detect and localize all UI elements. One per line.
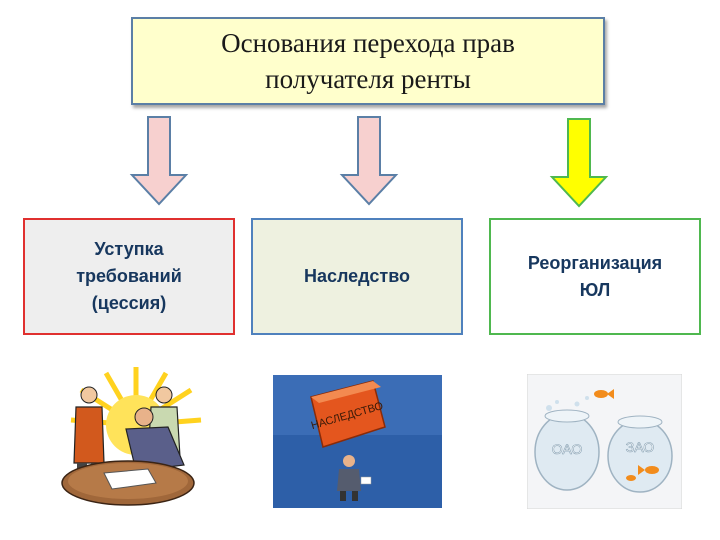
business-meeting-image xyxy=(61,367,202,506)
person-under-box-icon xyxy=(337,455,372,501)
box-inheritance: Наследство xyxy=(251,218,463,335)
heavy-box-icon: НАСЛЕДСТВО xyxy=(310,380,386,448)
box-cession: Уступка требований (цессия) xyxy=(23,218,235,335)
arrow-down-left xyxy=(129,116,189,206)
fishbowl-left-icon: ОАО xyxy=(534,409,600,491)
bowl-left-label: ОАО xyxy=(552,441,583,457)
bowl-right-label: ЗАО xyxy=(626,439,654,455)
businessman-signing-icon xyxy=(125,407,185,472)
box-cession-line-1: Уступка xyxy=(94,239,164,259)
fishbowls-image: ОАО ЗАО xyxy=(527,374,682,509)
arrow-down-middle xyxy=(339,116,399,206)
box-reorganization: Реорганизация ЮЛ xyxy=(489,218,701,335)
inheritance-image: НАСЛЕДСТВО xyxy=(273,375,442,508)
round-table-icon xyxy=(61,460,195,506)
box-reorganization-line-1: Реорганизация xyxy=(527,252,663,273)
title-box: Основания перехода прав получателя ренты xyxy=(131,17,605,105)
goldfish-icon xyxy=(594,389,659,481)
box-cession-line-3: (цессия) xyxy=(91,293,167,313)
water-splash-icon xyxy=(546,396,589,411)
fishbowl-right-icon: ЗАО xyxy=(607,415,673,493)
box-inheritance-line-1: Наследство xyxy=(303,266,411,286)
box-cession-line-2: требований xyxy=(76,266,182,286)
box-reorganization-line-2: ЮЛ xyxy=(579,279,611,300)
diagram-title: Основания перехода прав получателя ренты xyxy=(221,25,515,97)
title-line-2: получателя ренты xyxy=(265,64,471,94)
arrow-down-right xyxy=(549,118,609,208)
title-line-1: Основания перехода прав xyxy=(221,28,515,58)
